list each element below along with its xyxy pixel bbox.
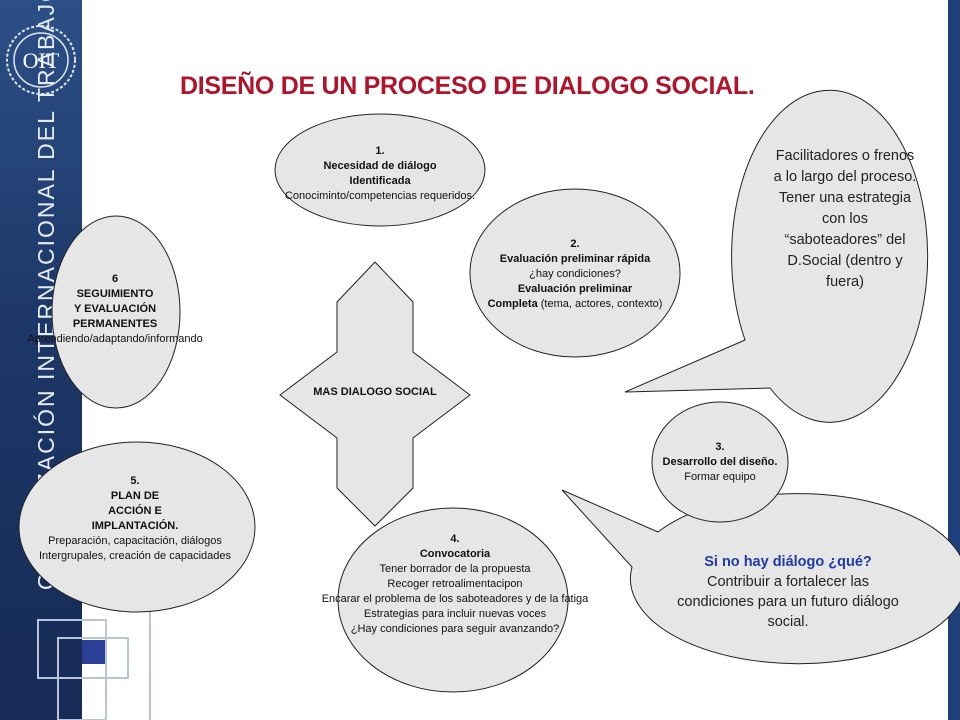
step-4-ellipse <box>337 507 569 693</box>
callout-answer: Contribuir a fortalecer las condiciones … <box>677 574 899 630</box>
step-line: IMPLANTACIÓN. <box>91 520 179 532</box>
step-line: Evaluación preliminar rápida <box>499 252 651 265</box>
step-line: Necesidad de diálogo <box>323 160 437 172</box>
step-6-ellipse <box>51 215 181 409</box>
callout-facilitators-text: Facilitadores o frenos a lo largo del pr… <box>773 148 917 290</box>
step-line: Preparación, capacitación, diálogos <box>48 535 222 547</box>
step-line: Tener borrador de la propuesta <box>379 562 531 575</box>
step-line: 5. <box>130 475 140 487</box>
step-line: Evaluación preliminar <box>517 282 633 295</box>
step-line-suffix: (tema, actores, contexto) <box>537 297 663 310</box>
step-line: Desarrollo del diseño. <box>662 455 778 468</box>
decorative-squares <box>37 600 151 720</box>
step-line: 2. <box>570 237 580 250</box>
right-border-strip <box>948 0 960 720</box>
step-line: Completa (tema, actores, contexto) <box>487 297 663 310</box>
step-line: Aprendiendo/adaptando/informando <box>27 332 203 345</box>
step-line: Conociminto/competencias requeridos. <box>284 190 476 202</box>
step-2-text: 2. Evaluación preliminar rápida ¿hay condi… <box>460 228 690 320</box>
page-title: DISEÑO DE UN PROCESO DE DIALOGO SOCIAL. <box>180 72 755 100</box>
step-line: SEGUIMIENTO <box>76 287 154 300</box>
step-line: ¿Hay condiciones para seguir avanzando? <box>350 622 560 635</box>
step-line: Formar equipo <box>684 470 756 483</box>
oit-logo-icon: OIT <box>6 25 76 95</box>
step-line: 6 <box>111 272 119 285</box>
step-1-ellipse <box>274 113 486 227</box>
logo-text: OIT <box>23 48 60 73</box>
step-line: Estrategias para incluir nuevas voces <box>363 607 547 620</box>
callout-no-dialogue-shape <box>561 489 960 665</box>
center-label: MAS DIALOGO SOCIAL <box>313 386 437 398</box>
step-5-text: 5. PLAN DE ACCIÓN E IMPLANTACIÓN. Preparació… <box>10 463 260 575</box>
step-line: ACCIÓN E <box>108 505 162 517</box>
step-3-ellipse <box>651 401 789 523</box>
step-line: PLAN DE <box>110 490 160 502</box>
step-line: Encarar el problema de los saboteadores … <box>321 592 589 605</box>
step-line: 4. <box>450 532 460 545</box>
step-line: Convocatoria <box>419 547 491 560</box>
callout-question: Si no hay diálogo ¿qué? <box>704 554 872 570</box>
step-line: 1. <box>375 145 385 157</box>
step-line: 3. <box>715 440 725 453</box>
callout-no-dialogue-text: Si no hay diálogo ¿qué? Contribuir a for… <box>668 552 908 632</box>
step-line: PERMANENTES <box>72 317 158 330</box>
callout-facilitators-shape <box>624 89 929 423</box>
step-line: Recoger retroalimentacipon <box>387 577 523 590</box>
step-line: Intergrupales, creación de capacidades <box>38 550 231 562</box>
center-star-shape <box>279 261 471 527</box>
step-5-ellipse <box>18 441 256 613</box>
step-3-text: 3. Desarrollo del diseño. Formar equipo <box>640 430 800 494</box>
step-line: Identificada <box>349 175 411 187</box>
step-2-ellipse <box>469 188 681 358</box>
step-line: ¿hay condiciones? <box>529 267 621 280</box>
step-line: Y EVALUACIÓN <box>73 302 157 315</box>
